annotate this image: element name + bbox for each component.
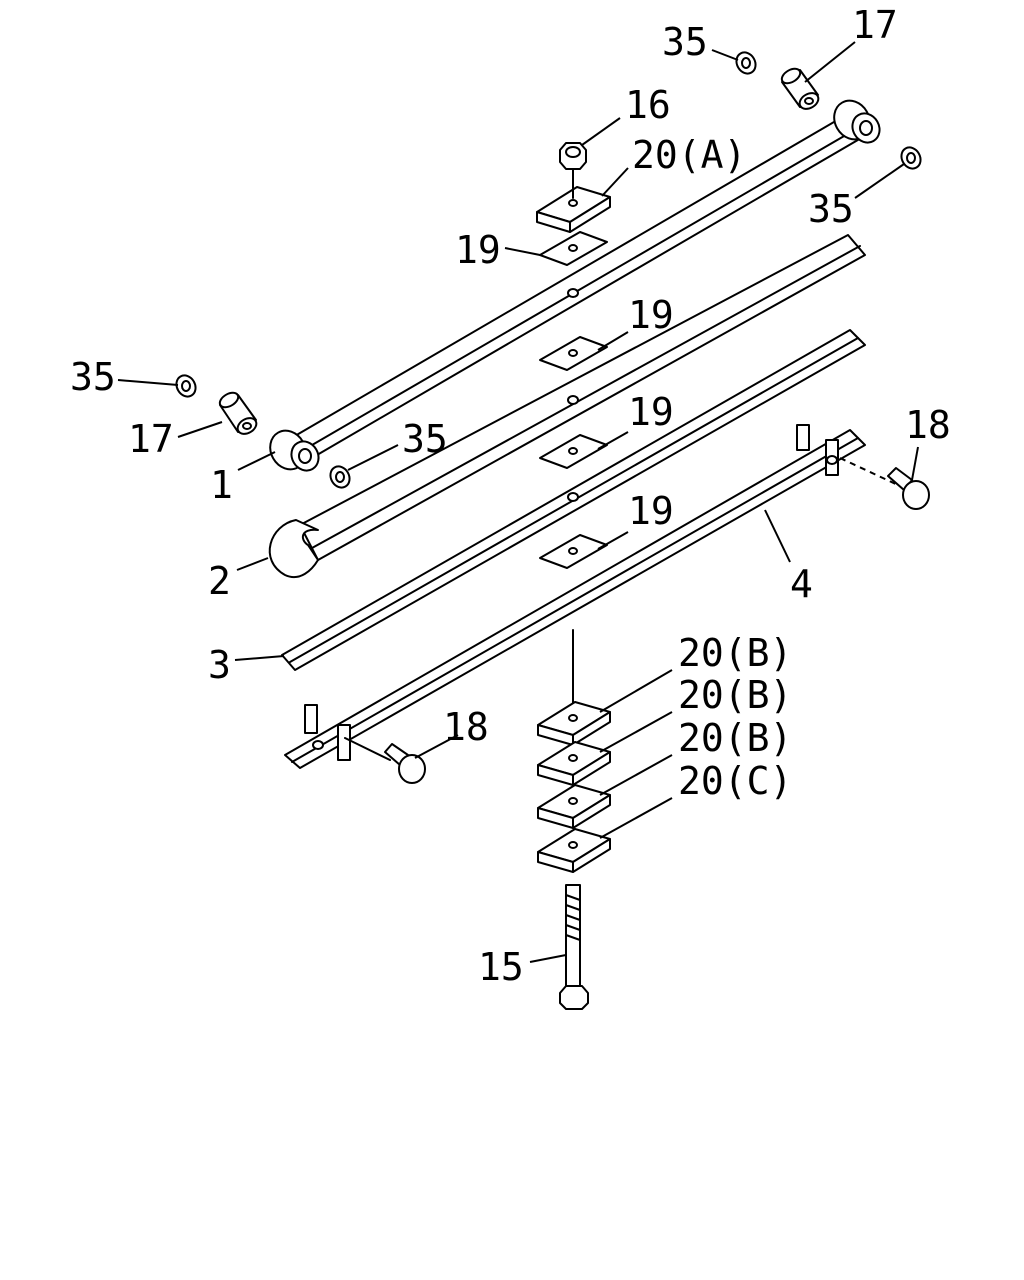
callout-20a: 20(A) [632, 133, 746, 177]
callout-20b-1: 20(B) [678, 631, 792, 675]
callout-20c: 20(C) [678, 759, 792, 803]
callout-17-left: 17 [128, 417, 174, 461]
center-bolt-15 [559, 884, 589, 1010]
callout-19-d: 19 [628, 489, 674, 533]
bushing-17-left [218, 391, 258, 435]
callout-19-c: 19 [628, 390, 674, 434]
leaf-spring-1 [269, 99, 881, 472]
bolt-18-right [839, 457, 930, 510]
callout-16: 16 [625, 83, 671, 127]
callout-4: 4 [790, 562, 813, 606]
callout-2: 2 [208, 559, 231, 603]
washer-35-mid [329, 465, 351, 489]
washer-35-top [735, 51, 757, 75]
nut-16 [559, 142, 587, 199]
callout-3: 3 [208, 643, 231, 687]
top-plate-20a [536, 186, 611, 233]
callout-35-left: 35 [70, 355, 116, 399]
callout-18-right: 18 [905, 403, 951, 447]
leader-lines [117, 41, 919, 963]
callout-20b-3: 20(B) [678, 716, 792, 760]
callout-19-a: 19 [455, 228, 501, 272]
bolt-18-left [344, 737, 426, 784]
callout-1: 1 [210, 463, 233, 507]
bottom-plates-20 [537, 701, 611, 873]
washer-35-right [900, 146, 922, 170]
callout-35-right: 35 [808, 187, 854, 231]
callout-labels: 35 17 16 20(A) 35 19 19 19 19 35 17 35 1… [70, 3, 951, 989]
leaf-spring-2 [268, 234, 866, 579]
callout-17-top: 17 [852, 3, 898, 47]
callout-18-left: 18 [443, 705, 489, 749]
callout-35-mid: 35 [402, 417, 448, 461]
callout-19-b: 19 [628, 293, 674, 337]
center-plates-19 [539, 231, 608, 569]
leaf-spring-4 [284, 424, 866, 769]
callout-20b-2: 20(B) [678, 673, 792, 717]
washer-35-left [175, 374, 197, 398]
callout-15: 15 [478, 945, 524, 989]
callout-35-top: 35 [662, 20, 708, 64]
bushing-17-top [780, 67, 820, 110]
